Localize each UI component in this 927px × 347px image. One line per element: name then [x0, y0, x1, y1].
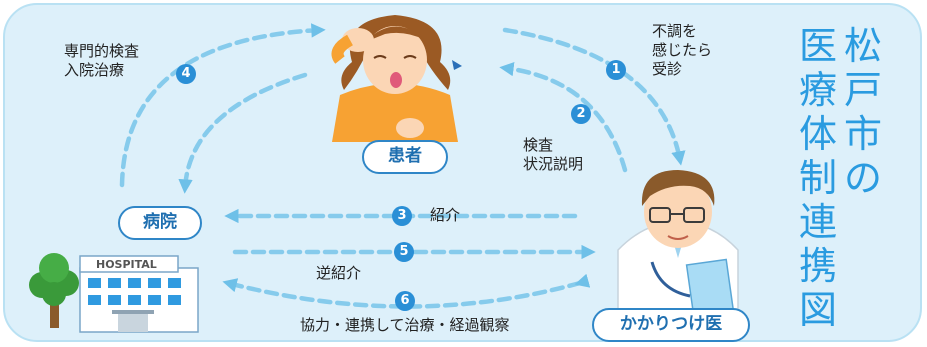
- step-5-number: 5: [394, 242, 414, 262]
- title-char: 体: [798, 112, 837, 156]
- title-column-1: 松 戸 市 の: [841, 24, 885, 200]
- step-2-number: 2: [571, 104, 591, 124]
- step-3-label: 紹介: [430, 206, 461, 224]
- step-4-number: 4: [176, 64, 196, 84]
- title-char: 制: [798, 156, 837, 200]
- doctor-illustration: [617, 170, 739, 333]
- hospital-pill: 病院: [118, 206, 202, 240]
- step-4-label: 専門的検査 入院治療: [64, 42, 140, 79]
- title-char: 市: [843, 112, 882, 156]
- patient-pill: 患者: [362, 140, 448, 174]
- title-char: 医: [798, 24, 837, 68]
- arrow-step2: [499, 61, 628, 173]
- step-1-number: 1: [606, 60, 626, 80]
- hospital-sign: HOSPITAL: [96, 258, 157, 271]
- step-6-label: 協力・連携して治療・経過観察: [300, 316, 510, 334]
- step-3-number: 3: [392, 206, 412, 226]
- tree-icon: [29, 253, 79, 328]
- step-5-label: 逆紹介: [316, 264, 362, 282]
- title-column-2: 医 療 体 制 連 携 図: [796, 24, 840, 332]
- arrow-patient-to-hospital: [178, 72, 308, 194]
- clinic-pill: かかりつけ医: [592, 308, 750, 342]
- arrow-hospital-to-patient: [119, 23, 326, 188]
- arrow-step1: [502, 27, 686, 166]
- hospital-building-icon: [79, 255, 199, 333]
- title-char: の: [843, 156, 882, 200]
- step-2-label: 検査 状況説明: [523, 136, 584, 173]
- step-1-label: 不調を 感じたら 受診: [652, 22, 713, 78]
- title-char: 松: [843, 24, 882, 68]
- step-6-number: 6: [395, 291, 415, 311]
- title-char: 戸: [843, 68, 882, 112]
- title-char: 連: [798, 200, 837, 244]
- title-char: 療: [798, 68, 837, 112]
- title-char: 図: [798, 288, 837, 332]
- patient-illustration: [331, 15, 462, 142]
- title-char: 携: [798, 244, 837, 288]
